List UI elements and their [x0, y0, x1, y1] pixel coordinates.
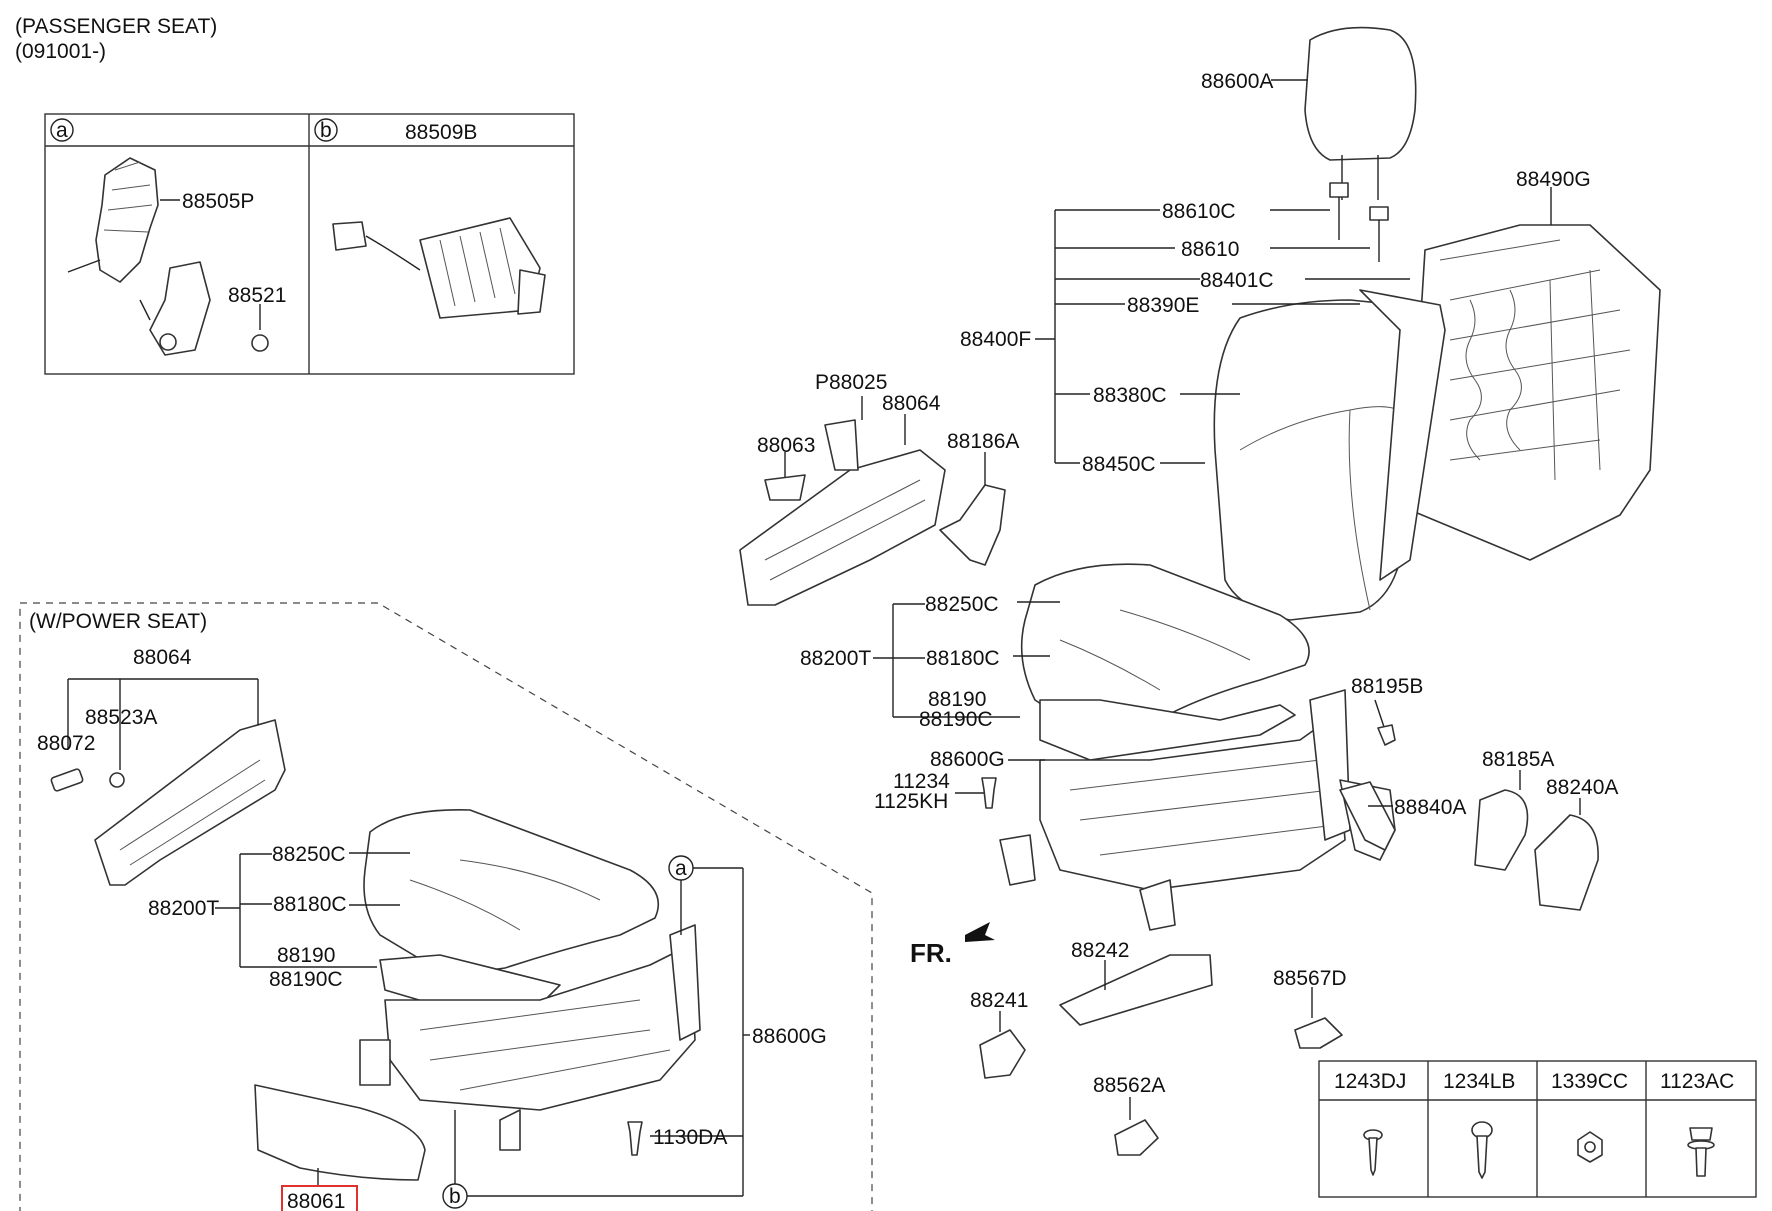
part-88200T-label: 88200T [800, 647, 871, 670]
rail-88242-drawing [1059, 954, 1213, 1026]
harness-88509B-drawing [332, 217, 546, 319]
arrow-icon [965, 922, 995, 942]
screw-1234LB-drawing [1471, 1121, 1493, 1179]
part-88241-label: 88241 [970, 989, 1028, 1012]
headrest-88600A-drawing [1304, 26, 1417, 262]
pw-88600G-label: 88600G [752, 1025, 827, 1048]
clip-88567D-drawing [1294, 1017, 1343, 1049]
part-88180C-label: 88180C [926, 647, 1000, 670]
inset-table: a b 88509B 88505P 88521 [44, 113, 575, 375]
date-range: (091001-) [15, 40, 106, 63]
side-shield-88064-drawing [739, 419, 946, 606]
pw-88064-label: 88064 [133, 646, 192, 669]
part-88240A-label: 88240A [1546, 776, 1618, 799]
part-88521-label: 88521 [228, 284, 286, 307]
part-88401C-label: 88401C [1200, 269, 1274, 292]
part-88400F-label: 88400F [960, 328, 1031, 351]
cover-88185A-drawing [1474, 789, 1529, 871]
main-cushion-drawing [1020, 563, 1310, 761]
fastener-1234LB-label: 1234LB [1443, 1070, 1515, 1093]
part-P88025-label: P88025 [815, 371, 887, 394]
part-88063-label: 88063 [757, 434, 815, 457]
pw-88190C-label: 88190C [269, 968, 343, 991]
pw-88180C-label: 88180C [273, 893, 347, 916]
back-cover-88380C-drawing [1213, 289, 1446, 621]
front-direction-arrow: FR. [910, 922, 995, 968]
pw-88250C-label: 88250C [272, 843, 346, 866]
part-88450C-label: 88450C [1082, 453, 1156, 476]
part-88242-label: 88242 [1071, 939, 1129, 962]
pw-88061-label: 88061 [287, 1190, 345, 1211]
marker-a [50, 118, 74, 142]
highlight-88061 [281, 1185, 358, 1211]
marker-b [314, 118, 338, 142]
part-88380C-label: 88380C [1093, 384, 1167, 407]
part-88600A-label: 88600A [1201, 70, 1273, 93]
bolt-88195B-drawing [1377, 724, 1396, 746]
part-88064-label: 88064 [882, 392, 941, 415]
motor-88505P-drawing [67, 157, 211, 356]
part-88190-label: 88190 [928, 688, 986, 711]
nut-1339CC-drawing [1577, 1131, 1603, 1163]
part-88190C-label: 88190C [919, 708, 993, 731]
screw-1243DJ-drawing [1363, 1129, 1383, 1176]
clip-88562A-drawing [1114, 1119, 1159, 1156]
part-88250C-label: 88250C [925, 593, 999, 616]
part-88390E-label: 88390E [1127, 294, 1199, 317]
washer-88521-drawing [251, 334, 269, 352]
diagram-title: (PASSENGER SEAT) [15, 15, 217, 38]
fastener-1243DJ-label: 1243DJ [1334, 1070, 1406, 1093]
bracket-88241-drawing [979, 1029, 1026, 1079]
pw-1130DA-label: 1130DA [653, 1126, 727, 1149]
part-88195B-label: 88195B [1351, 675, 1423, 698]
part-11234-label: 11234 [893, 770, 950, 793]
pw-88523A-label: 88523A [85, 706, 157, 729]
marker-a-label: a [56, 119, 68, 142]
pw-88190-label: 88190 [277, 944, 335, 967]
part-88567D-label: 88567D [1273, 967, 1347, 990]
part-88186A-label: 88186A [947, 430, 1019, 453]
part-88505P-label: 88505P [182, 190, 254, 213]
seat-frame-88600G-drawing [359, 924, 701, 1151]
part-88610C-label: 88610C [1162, 200, 1236, 223]
part-88600G-label: 88600G [930, 748, 1005, 771]
bolt-1125KH-drawing [981, 777, 997, 809]
part-88610-label: 88610 [1181, 238, 1239, 261]
buckle-88840A-drawing [1339, 781, 1396, 851]
pw-marker-a-label: a [675, 857, 687, 880]
pw-88072-label: 88072 [37, 732, 95, 755]
part-88840A-label: 88840A [1394, 796, 1466, 819]
front-label: FR. [910, 938, 952, 968]
fastener-1123AC-label: 1123AC [1660, 1070, 1734, 1093]
part-88185A-label: 88185A [1482, 748, 1554, 771]
pw-marker-b-label: b [449, 1185, 461, 1208]
bolt-1123AC-drawing [1687, 1127, 1715, 1177]
part-88490G-label: 88490G [1516, 168, 1591, 191]
part-1125KH-label: 1125KH [874, 790, 948, 813]
cover-88186A-drawing [939, 484, 1006, 566]
side-cover-88064-drawing [50, 719, 286, 886]
part-88562A-label: 88562A [1093, 1074, 1165, 1097]
main-assembly: 88600A 88490G 88 [739, 26, 1661, 1156]
pw-88200T-label: 88200T [148, 897, 219, 920]
back-frame-88490G-drawing [1399, 224, 1661, 561]
fastener-table: 1243DJ 1234LB 1339CC 1123AC [1318, 1060, 1757, 1198]
marker-b-label: b [320, 119, 332, 142]
bolt-1130DA-drawing [627, 1121, 643, 1156]
power-seat-region: (W/POWER SEAT) 88064 88523A 88072 [19, 602, 873, 1211]
cover-88240A-drawing [1534, 814, 1599, 911]
trim-88061-drawing [254, 1084, 426, 1181]
part-88509B-label: 88509B [405, 121, 477, 144]
power-seat-title: (W/POWER SEAT) [29, 610, 207, 633]
fastener-1339CC-label: 1339CC [1551, 1070, 1628, 1093]
